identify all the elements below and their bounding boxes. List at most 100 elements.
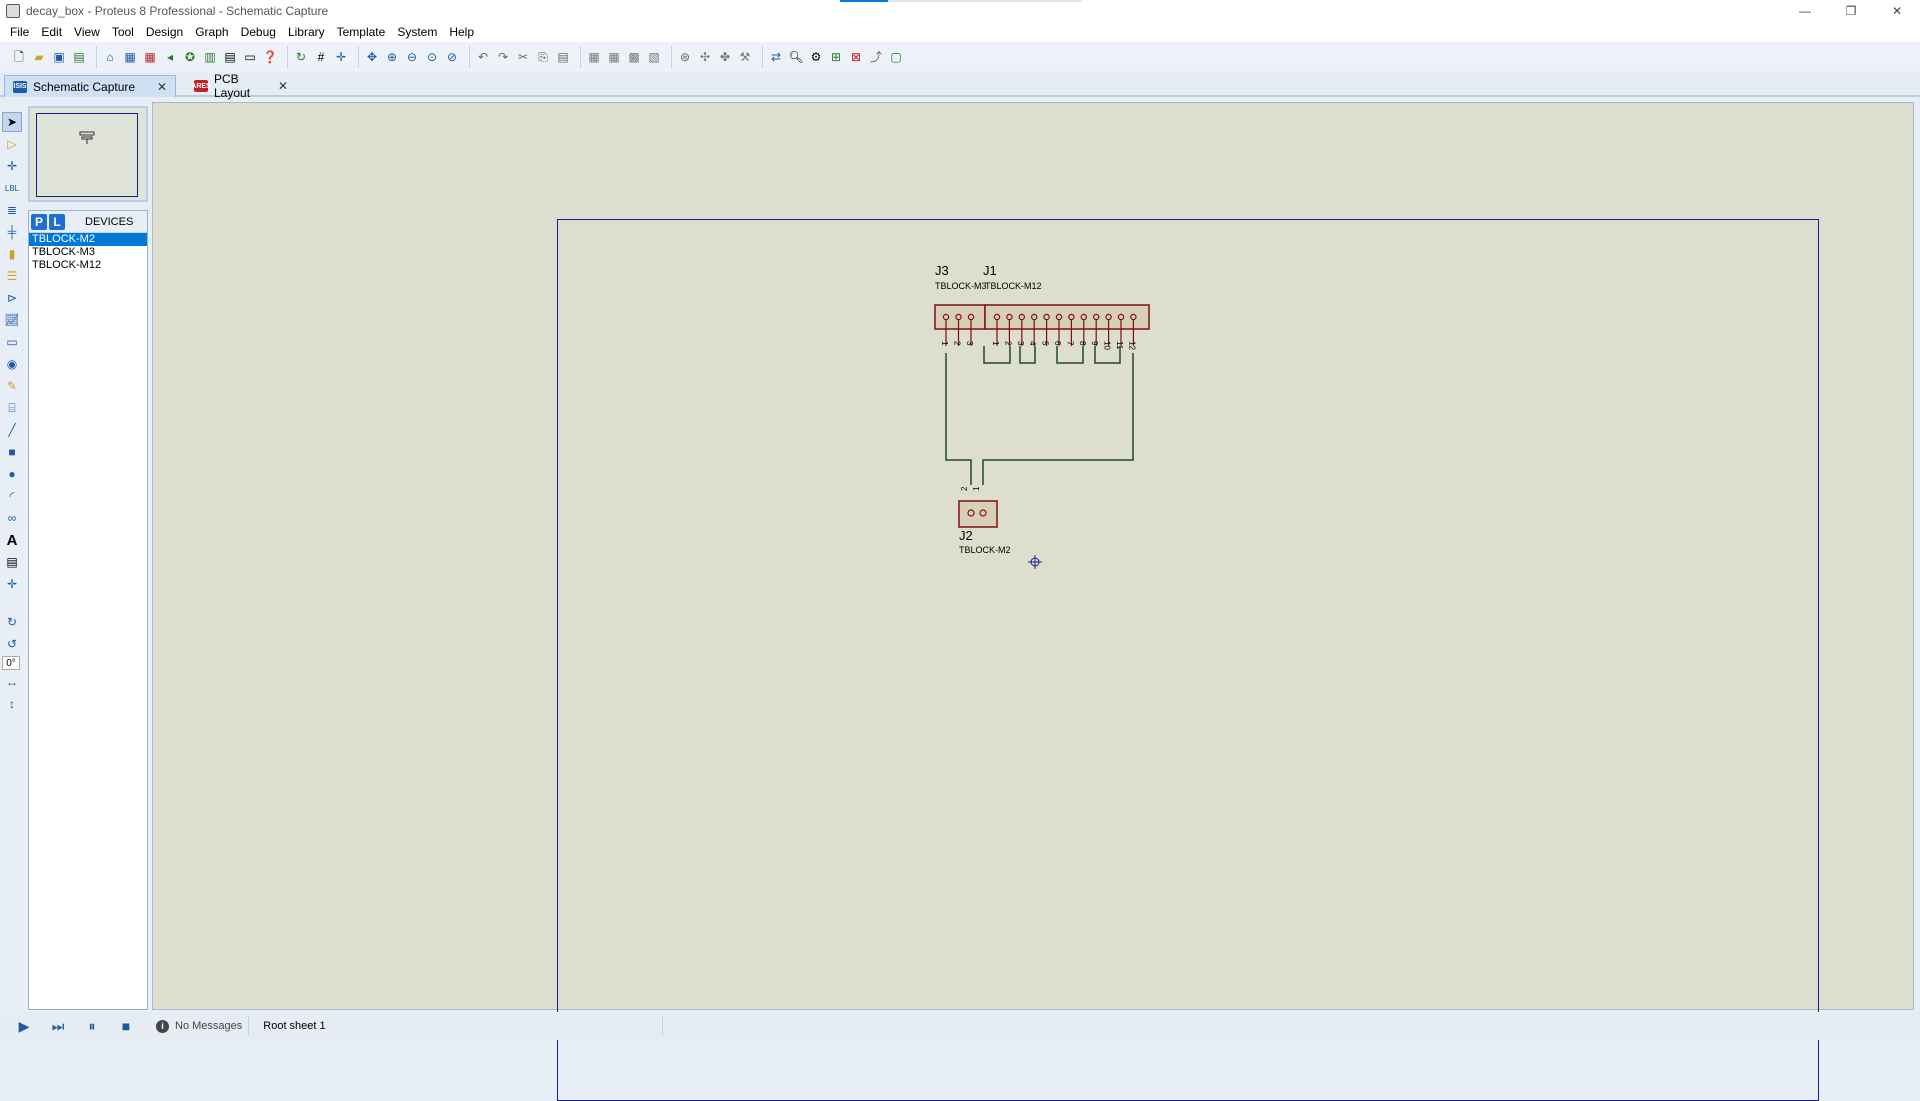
save-file-icon[interactable]: ▣ [50, 48, 68, 66]
arc-mode-icon[interactable]: ◜ [2, 486, 22, 506]
wire[interactable] [984, 346, 1010, 363]
search-tag-icon[interactable]: 🔍︎ [787, 48, 805, 66]
exit-to-parent-icon[interactable]: ⤴ [867, 48, 885, 66]
j2-pin[interactable] [968, 510, 974, 516]
j1-pin[interactable] [1081, 314, 1086, 319]
mirror-x-icon[interactable]: ↔ [2, 672, 22, 692]
j1-pin[interactable] [1131, 314, 1136, 319]
menu-help[interactable]: Help [443, 25, 480, 39]
mirror-y-icon[interactable]: ↕ [2, 694, 22, 714]
pick-devices-button[interactable]: P [31, 214, 47, 230]
close-tab-icon[interactable]: ✕ [278, 79, 288, 93]
netlist-icon[interactable]: ▢ [887, 48, 905, 66]
wire[interactable] [983, 353, 1133, 485]
close-button[interactable]: ✕ [1874, 0, 1920, 22]
gerber-icon[interactable]: ◂ [161, 48, 179, 66]
zoom-in-icon[interactable]: ⊕ [383, 48, 401, 66]
refresh-icon[interactable]: ↻ [292, 48, 310, 66]
play-icon[interactable]: ▶ [14, 1016, 34, 1036]
menu-view[interactable]: View [68, 25, 106, 39]
device-item[interactable]: TBLOCK-M2 [29, 233, 147, 246]
selection-mode-icon[interactable]: ➤ [2, 112, 22, 132]
component-mode-icon[interactable]: ▷ [2, 134, 22, 154]
j1-pin[interactable] [1056, 314, 1061, 319]
wire-label-icon[interactable]: LBL [2, 178, 22, 198]
menu-system[interactable]: System [391, 25, 443, 39]
stop-icon[interactable]: ■ [116, 1016, 136, 1036]
terminals-icon[interactable]: ☰ [2, 266, 22, 286]
rotate-clockwise-icon[interactable]: ↻ [2, 612, 22, 632]
menu-file[interactable]: File [4, 25, 35, 39]
packaging-tool-icon[interactable]: ✤ [716, 48, 734, 66]
wire[interactable] [1057, 346, 1083, 363]
j2-ref-label[interactable]: J2 [959, 528, 973, 543]
j3-pin[interactable] [968, 314, 973, 319]
block-rotate-icon[interactable]: ▩ [625, 48, 643, 66]
circle-mode-icon[interactable]: ● [2, 464, 22, 484]
remove-sheet-icon[interactable]: ⊠ [847, 48, 865, 66]
bom-icon[interactable]: ▥ [201, 48, 219, 66]
pick-devices-icon[interactable]: ⊛ [676, 48, 694, 66]
menu-graph[interactable]: Graph [189, 25, 234, 39]
origin-icon[interactable]: ✛ [332, 48, 350, 66]
close-tab-icon[interactable]: ✕ [157, 80, 167, 94]
schematic-canvas[interactable]: J3 J1 TBLOCK-M3 TBLOCK-M12 123 123456789… [152, 102, 1914, 1010]
rotation-angle-field[interactable]: 0° [2, 656, 20, 670]
j1-pin[interactable] [1106, 314, 1111, 319]
paste-icon[interactable]: ▤ [554, 48, 572, 66]
help-icon[interactable]: ❓ [261, 48, 279, 66]
j1-pin[interactable] [1069, 314, 1074, 319]
junction-dot-icon[interactable]: ✛ [2, 156, 22, 176]
library-manager-button[interactable]: L [49, 214, 65, 230]
block-delete-icon[interactable]: ▧ [645, 48, 663, 66]
redo-icon[interactable]: ↷ [494, 48, 512, 66]
j1-pin[interactable] [1032, 314, 1037, 319]
menu-debug[interactable]: Debug [235, 25, 282, 39]
menu-template[interactable]: Template [331, 25, 392, 39]
cut-icon[interactable]: ✂ [514, 48, 532, 66]
graph-mode-icon[interactable]: 📈︎ [2, 310, 22, 330]
j3-part-label[interactable]: TBLOCK-M3 [935, 281, 987, 291]
zoom-all-icon[interactable]: ⊙ [423, 48, 441, 66]
line-mode-icon[interactable]: ╱ [2, 420, 22, 440]
home-icon[interactable]: ⌂ [101, 48, 119, 66]
marker-mode-icon[interactable]: ✛ [2, 574, 22, 594]
j1-pin[interactable] [1019, 314, 1024, 319]
grid-icon[interactable]: # [312, 48, 330, 66]
generator-mode-icon[interactable]: ◉ [2, 354, 22, 374]
design-explorer-icon[interactable]: ▤ [221, 48, 239, 66]
j2-body[interactable] [959, 501, 997, 527]
subcircuit-icon[interactable]: ▮ [2, 244, 22, 264]
make-device-icon[interactable]: ✣ [696, 48, 714, 66]
step-icon[interactable]: ⏭ [48, 1016, 68, 1036]
j1-pin[interactable] [1044, 314, 1049, 319]
j2-part-label[interactable]: TBLOCK-M2 [959, 545, 1011, 555]
minimize-button[interactable]: — [1782, 0, 1828, 22]
pcb-module-icon[interactable]: ▦ [141, 48, 159, 66]
property-assignment-icon[interactable]: ⚙ [807, 48, 825, 66]
undo-icon[interactable]: ↶ [474, 48, 492, 66]
zoom-area-icon[interactable]: ⊘ [443, 48, 461, 66]
block-copy-icon[interactable]: ▦ [585, 48, 603, 66]
wire-autorouter-icon[interactable]: ⇄ [767, 48, 785, 66]
device-pins-icon[interactable]: ⊳ [2, 288, 22, 308]
3d-viewer-icon[interactable]: ✪ [181, 48, 199, 66]
j2-pin[interactable] [980, 510, 986, 516]
menu-tool[interactable]: Tool [106, 25, 140, 39]
close-project-icon[interactable]: ▤ [70, 48, 88, 66]
zoom-out-icon[interactable]: ⊖ [403, 48, 421, 66]
new-sheet-icon[interactable]: ⊞ [827, 48, 845, 66]
decompose-icon[interactable]: ⚒ [736, 48, 754, 66]
menu-edit[interactable]: Edit [35, 25, 68, 39]
device-item[interactable]: TBLOCK-M3 [29, 246, 147, 259]
buses-icon[interactable]: ╪ [2, 222, 22, 242]
tab-schematic-capture[interactable]: ISIS Schematic Capture ✕ [4, 75, 176, 97]
overview-window[interactable] [28, 106, 148, 202]
j3-pin[interactable] [956, 314, 961, 319]
j1-pin[interactable] [994, 314, 999, 319]
j1-pin[interactable] [1118, 314, 1123, 319]
pause-icon[interactable]: ⏸ [82, 1016, 102, 1036]
j1-pin[interactable] [1094, 314, 1099, 319]
j3-ref-label[interactable]: J3 [935, 263, 949, 278]
j3-pin[interactable] [943, 314, 948, 319]
